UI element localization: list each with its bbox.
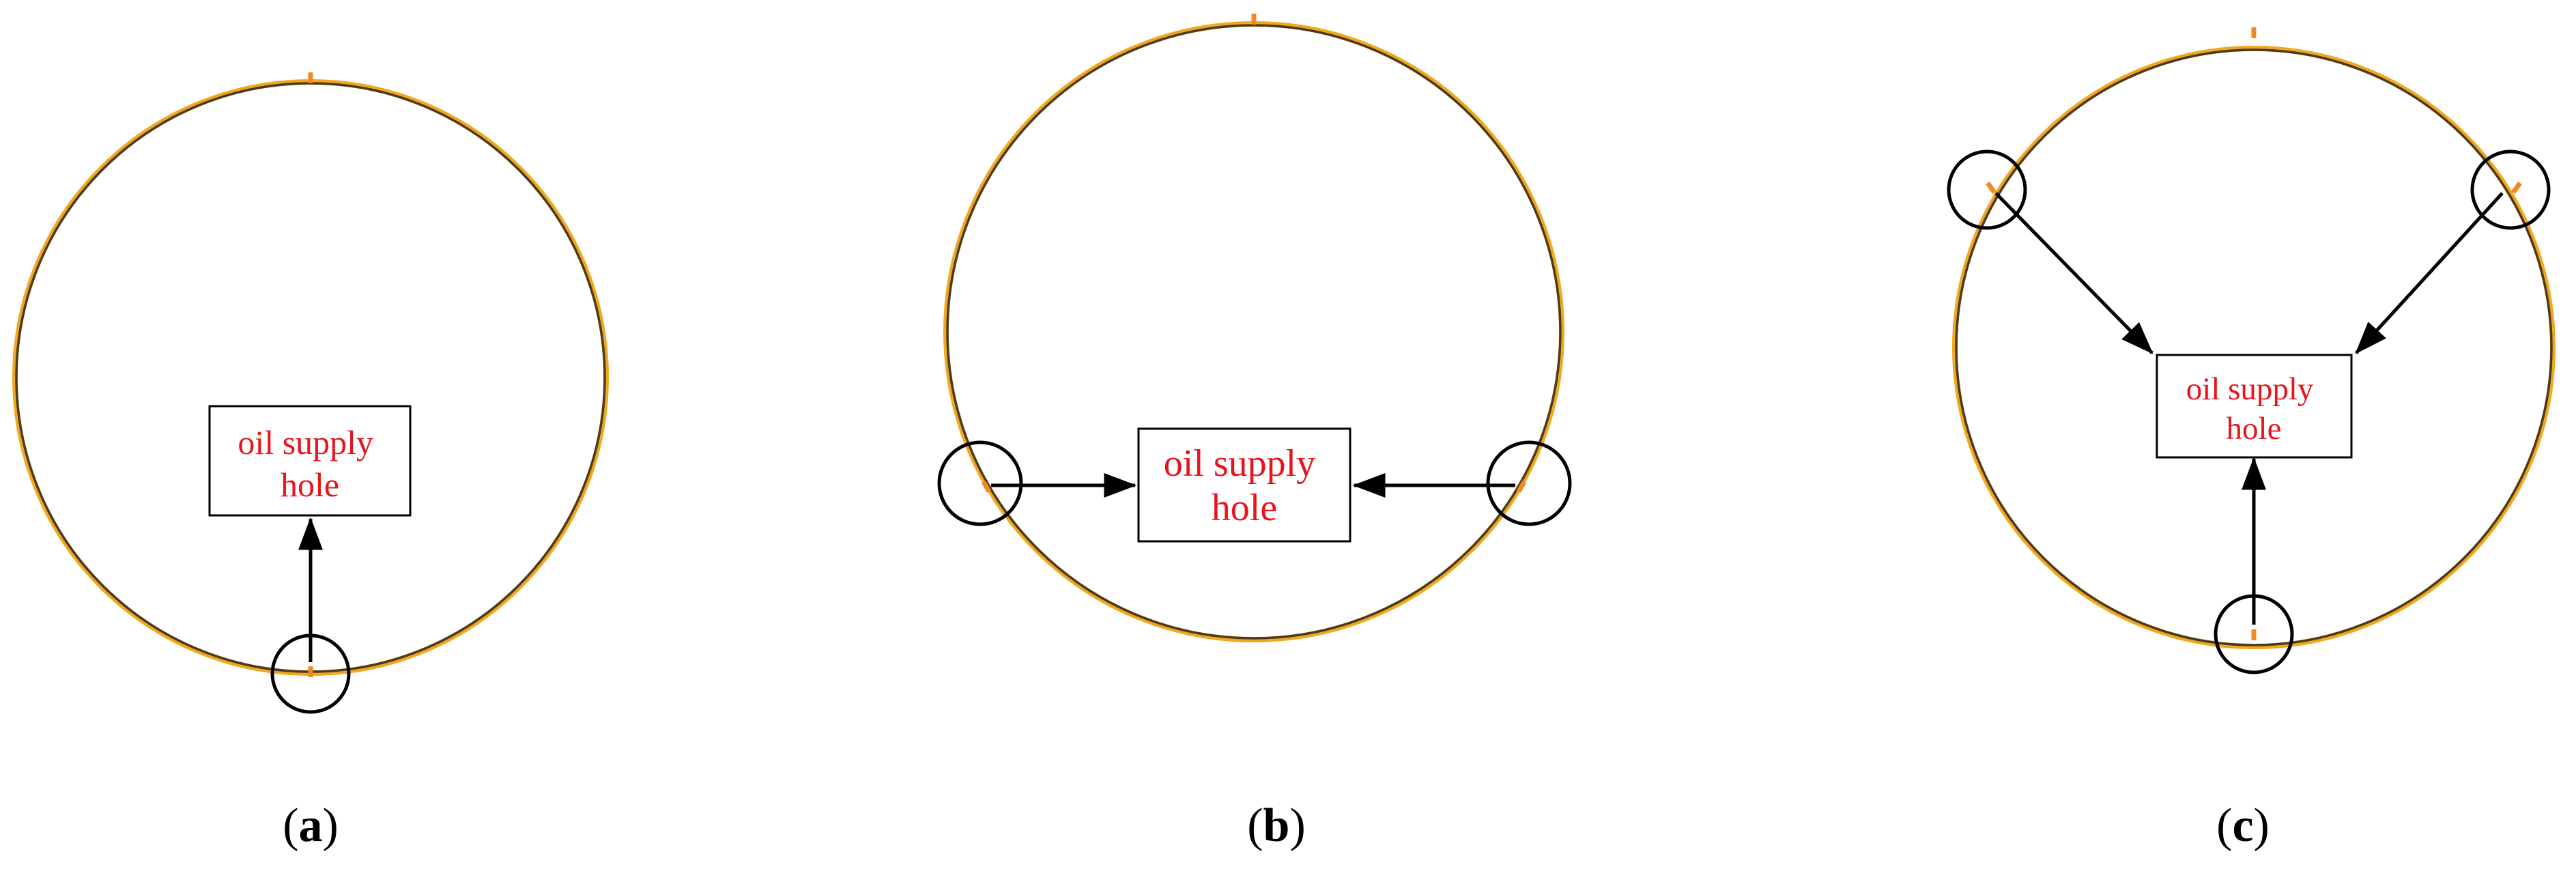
supply-location-marker-right [1486, 440, 1572, 526]
bearing-ring-inner-edge [946, 24, 1562, 640]
svg-text:oil supply hole: oil supply hole [2186, 371, 2321, 446]
panel-caption: (b) [1247, 799, 1306, 852]
oil-supply-hole-box [2156, 354, 2353, 459]
supply-tick-mark-left [981, 481, 992, 493]
box-label-line2: hole [1212, 487, 1277, 529]
box-label-line2: hole [2227, 411, 2282, 446]
supply-tick-mark-right [1516, 481, 1527, 493]
panel-a: oil supply hole (a) [12, 72, 609, 852]
flow-arrow-left [1994, 192, 2153, 354]
supply-tick-mark-right [2511, 181, 2522, 195]
svg-text:oil supply hole: oil supply hole [238, 423, 382, 504]
panel-c: oil supply hole (c) [1947, 27, 2556, 852]
supply-location-marker-left [1947, 149, 2027, 230]
bearing-ring-inner-edge [1955, 48, 2553, 646]
supply-location-marker-right [2470, 149, 2551, 230]
flow-arrow-right [2355, 192, 2504, 354]
oil-supply-hole-box [1137, 427, 1351, 543]
panel-caption: (c) [2216, 799, 2270, 852]
bearing-ring [1952, 46, 2556, 649]
box-label-line1: oil supply [2186, 371, 2314, 407]
box-label-line1: oil supply [238, 423, 373, 461]
panel-b: oil supply hole (b) [937, 14, 1572, 852]
box-label-line2: hole [281, 466, 339, 504]
box-label-line1: oil supply [1164, 442, 1315, 485]
bearing-ring [943, 21, 1564, 642]
panel-caption: (a) [283, 799, 339, 852]
oil-supply-hole-box [208, 405, 412, 517]
supply-location-marker-left [937, 440, 1023, 526]
svg-text:oil supply hole: oil supply hole [1164, 442, 1325, 529]
supply-tick-mark-left [1986, 181, 1997, 195]
